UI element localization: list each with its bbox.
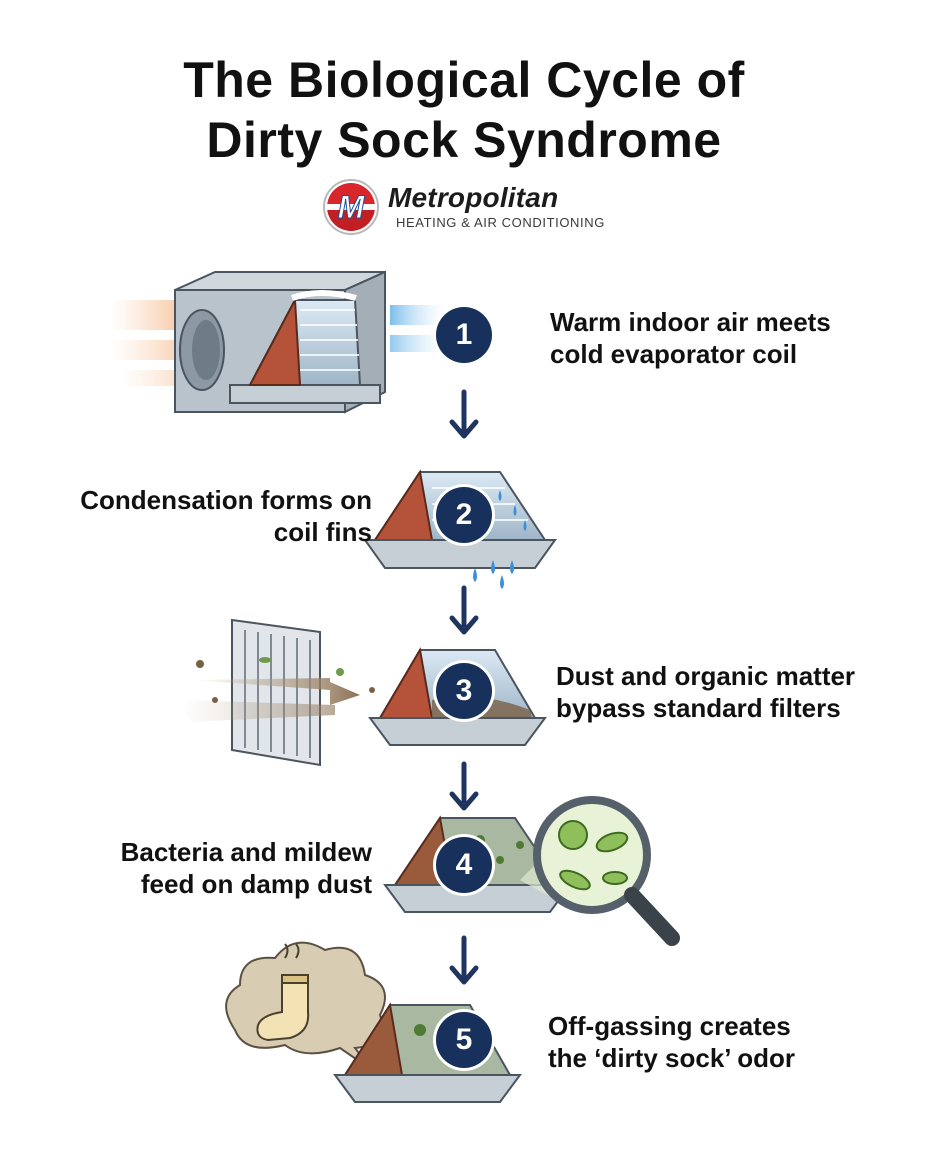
- page-title: The Biological Cycle of Dirty Sock Syndr…: [0, 50, 928, 170]
- step-badge-2: 2: [436, 487, 492, 543]
- step-1-text: Warm indoor air meets cold evaporator co…: [550, 306, 831, 370]
- arrow-down-icon: [449, 389, 479, 439]
- step-5-line-1: Off-gassing creates: [548, 1011, 791, 1041]
- step-2-line-2: coil fins: [273, 517, 372, 547]
- duct-coil-illustration: [110, 270, 445, 414]
- arrow-down-icon: [449, 761, 479, 811]
- step-4-line-1: Bacteria and mildew: [120, 837, 372, 867]
- sock-icon: [256, 943, 310, 1042]
- step-1-line-2: cold evaporator coil: [550, 339, 798, 369]
- step-5-text: Off-gassing creates the ‘dirty sock’ odo…: [548, 1010, 795, 1074]
- step-2-text: Condensation forms on coil fins: [80, 484, 372, 548]
- step-badge-4: 4: [436, 837, 492, 893]
- step-badge-1: 1: [436, 307, 492, 363]
- step-3-text: Dust and organic matter bypass standard …: [556, 660, 855, 724]
- water-drop-icon: [473, 560, 514, 589]
- step-badge-5: 5: [436, 1012, 492, 1068]
- step-3-line-2: bypass standard filters: [556, 693, 841, 723]
- step-4-text: Bacteria and mildew feed on damp dust: [121, 836, 372, 900]
- brand-name: Metropolitan: [388, 182, 559, 213]
- svg-text:M: M: [338, 189, 366, 225]
- magnifier-icon: [533, 796, 680, 946]
- arrow-down-icon: [449, 935, 479, 985]
- title-line-1: The Biological Cycle of: [183, 52, 745, 108]
- brand-tagline: HEATING & AIR CONDITIONING: [396, 215, 605, 230]
- step-4-line-2: feed on damp dust: [140, 869, 372, 899]
- step-2-line-1: Condensation forms on: [80, 485, 372, 515]
- step-1-line-1: Warm indoor air meets: [550, 307, 831, 337]
- brand-logo: M Metropolitan HEATING & AIR CONDITIONIN…: [322, 178, 612, 236]
- brand-mark-icon: M: [323, 179, 379, 235]
- step-3-line-1: Dust and organic matter: [556, 661, 856, 691]
- step-badge-3: 3: [436, 663, 492, 719]
- bacteria-coil-illustration: [383, 796, 680, 946]
- title-line-2: Dirty Sock Syndrome: [206, 112, 722, 168]
- arrow-down-icon: [449, 585, 479, 635]
- step-5-line-2: the ‘dirty sock’ odor: [548, 1043, 796, 1073]
